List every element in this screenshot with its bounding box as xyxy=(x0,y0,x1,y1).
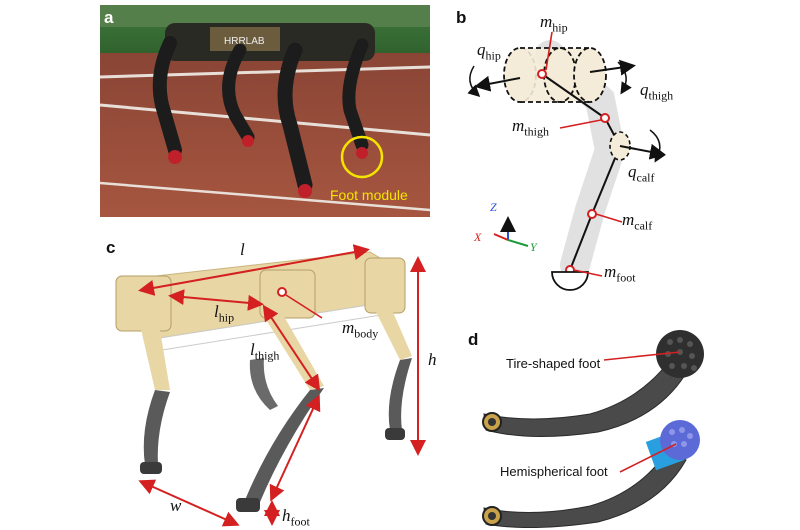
hemi-foot-label: Hemispherical foot xyxy=(500,464,608,479)
panel-letter-c: c xyxy=(106,238,116,257)
robot-photo: HRRLAB Foot module xyxy=(100,5,430,217)
label-m-body: mbody xyxy=(342,318,379,341)
kinematic-diagram xyxy=(467,31,666,291)
label-m-thigh: mthigh xyxy=(512,116,549,139)
label-m-foot: mfoot xyxy=(604,262,636,285)
tire-foot-label: Tire-shaped foot xyxy=(506,356,601,371)
label-m-hip: mhip xyxy=(540,12,568,35)
label-q-hip: qhip xyxy=(477,40,501,63)
axis-x-label: X xyxy=(474,230,482,244)
robot-photo-art: HRRLAB xyxy=(100,5,430,217)
label-l-thigh: lthigh xyxy=(250,340,280,363)
label-l-hip: lhip xyxy=(214,302,235,325)
label-h-foot: hfoot xyxy=(282,506,310,529)
cad-robot-diagram xyxy=(115,244,426,527)
axis-y-label: Y xyxy=(530,240,537,254)
axis-z-label: Z xyxy=(490,200,497,214)
panel-letter-a: a xyxy=(104,8,114,27)
label-h: h xyxy=(428,350,437,369)
label-q-thigh: qthigh xyxy=(640,80,674,103)
label-w: w xyxy=(170,496,182,515)
panel-letter-b: b xyxy=(456,8,467,27)
robot-logo: HRRLAB xyxy=(224,36,265,47)
label-l: l xyxy=(240,240,245,259)
label-m-calf: mcalf xyxy=(622,210,653,233)
foot-module-label: Foot module xyxy=(330,187,408,203)
label-q-calf: qcalf xyxy=(628,162,655,185)
panel-letter-d: d xyxy=(468,330,479,349)
foot-renders xyxy=(482,330,704,528)
